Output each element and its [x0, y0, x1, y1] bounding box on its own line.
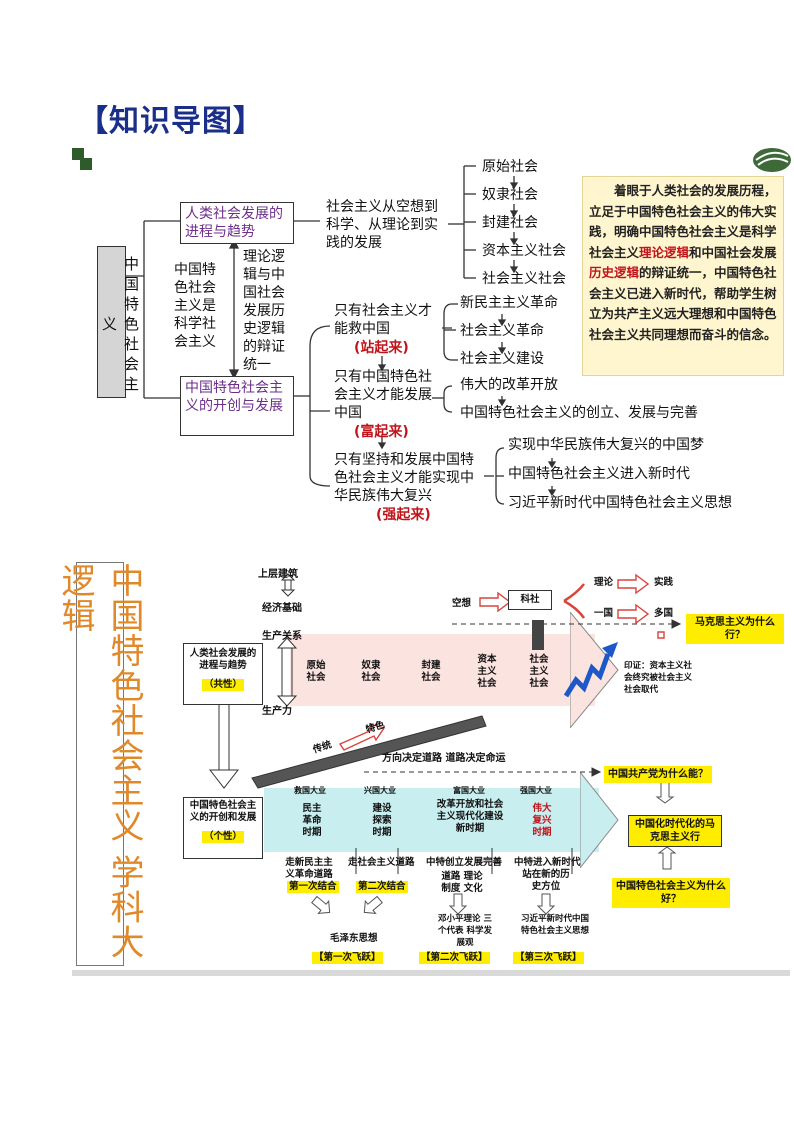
leap-tag: 【第一次飞跃】	[312, 952, 383, 964]
claim-2: 只有中国特色社会主义才能发展中国	[334, 369, 432, 421]
question-good: 中国特色社会主义为什么好？	[612, 878, 730, 908]
stage-item: 资本主义社会	[477, 654, 497, 689]
vertical-title-box: 中国特色社会主义 学科大逻辑	[55, 562, 144, 966]
path-item: 走社会主义道路	[348, 857, 415, 868]
branch-bottom-label: 中国特色社会主义的开创与发展	[185, 380, 283, 414]
mid-note: 理论逻辑与中国社会发展历史逻辑的辩证统一	[243, 249, 285, 373]
stage-item: 奴隶社会	[361, 660, 381, 683]
thought-3: 习近平新时代中国特色社会主义思想	[520, 914, 589, 936]
science-label: 科社	[520, 594, 540, 605]
superstructure: 上层建筑	[258, 569, 298, 580]
path-item: 中特创立发展完善	[426, 857, 503, 868]
map1-connectors	[126, 165, 557, 505]
utopia-label: 空想	[452, 598, 472, 609]
question-marxism: 马克思主义为什么行？	[686, 614, 784, 644]
stage-item: 封建社会	[421, 660, 441, 683]
production-relations: 生产关系	[262, 631, 302, 642]
era-body: 建设探索时期	[372, 803, 392, 838]
knowledge-map-1: 中国特色社会主义 人类社会发展的进程与趋势 中国特色社会主义的开创与发展 中国特…	[72, 146, 791, 542]
society-item: 资本主义社会	[482, 243, 566, 259]
question-party: 中国共产党为什么能？	[604, 766, 712, 783]
left-top-tag: （共性）	[202, 679, 245, 691]
claim-2-item: 中国特色社会主义的创立、发展与完善	[460, 405, 698, 421]
root-label: 中国特色社会主义	[100, 256, 140, 396]
stage-item: 社会主义社会	[529, 654, 549, 689]
left-bottom-box: 中国特色社会主义的开创和发展 （个性）	[183, 797, 263, 859]
eras-arrow-body	[264, 788, 599, 852]
logo-icon	[753, 148, 791, 172]
combo-tag: 第一次结合	[287, 881, 339, 893]
root-box: 中国特色社会主义	[97, 246, 140, 398]
vertical-title: 中国特色社会主义 学科大逻辑	[55, 563, 144, 960]
intro-note: 着眼于人类社会的发展历程，立足于中国特色社会主义的伟大实践，明确中国特色社会主义…	[582, 176, 784, 376]
era-top: 救国大业	[294, 785, 326, 795]
society-item: 封建社会	[482, 215, 538, 231]
one-country-label: 一国	[594, 608, 614, 619]
era-top: 强国大业	[520, 785, 552, 795]
stage-item: 原始社会	[306, 660, 326, 683]
era-top: 兴国大业	[364, 785, 396, 795]
note-highlight-1: 理论逻辑	[639, 244, 690, 260]
combo-tag: 第二次结合	[356, 881, 408, 893]
claim-2-item: 伟大的改革开放	[460, 377, 558, 393]
science-box: 科社	[508, 590, 552, 610]
map2-connectors	[208, 573, 682, 915]
branch-top-label: 人类社会发展的进程与趋势	[185, 206, 283, 240]
left-top-label: 人类社会发展的进程与趋势	[189, 648, 257, 671]
leap-tag: 【第二次飞跃】	[419, 952, 490, 964]
claim-3-item: 习近平新时代中国特色社会主义思想	[508, 495, 732, 511]
left-top-box: 人类社会发展的进程与趋势 （共性）	[183, 643, 263, 705]
society-item: 原始社会	[482, 159, 538, 175]
bottom-divider	[72, 970, 790, 976]
verify-note: 印证：资本主义社会终究被社会主义社会取代	[624, 661, 693, 695]
claim-1: 只有社会主义才能救中国	[334, 303, 432, 337]
note-text-3: 的辩证统一，中国特色社会主义已进入新时代，帮助学生树立为共产主义远大理想和中国特…	[589, 265, 777, 342]
note-text-1: 着眼于人类社会的发展历程，立足于中国特色社会主义的伟大实践，明确中国特色社会主义…	[589, 183, 777, 260]
era-top: 富国大业	[453, 785, 485, 795]
branch-bottom-box: 中国特色社会主义的开创与发展	[180, 376, 294, 436]
utopia-to-science: 社会主义从空想到科学、从理论到实践的发展	[326, 199, 438, 251]
path-item: 中特进入新时代	[514, 857, 581, 868]
stages-arrow-body	[290, 634, 595, 706]
claim-1-item: 社会主义建设	[460, 351, 544, 367]
productivity: 生产力	[262, 706, 292, 717]
corner-decoration-icon	[72, 148, 92, 170]
economic-base: 经济基础	[262, 603, 302, 614]
left-bottom-tag: （个性）	[202, 831, 245, 843]
note-text-2: 和中国社会发展	[689, 244, 777, 260]
claim-3-tag: (强起来)	[376, 507, 431, 523]
page-heading: 【知识导图】	[78, 104, 264, 139]
era-body: 改革开放和社会主义现代化建设新时期	[436, 799, 504, 834]
thought-1: 毛泽东思想	[330, 933, 378, 944]
claim-1-item: 社会主义革命	[460, 323, 544, 339]
branch-top-box: 人类社会发展的进程与趋势	[180, 202, 294, 244]
era-body: 民主革命时期	[302, 803, 322, 838]
left-note: 中国特色社会主义是科学社会主义	[174, 262, 216, 350]
leap-tag: 【第三次飞跃】	[513, 952, 584, 964]
sinicization-box: 中国化时代化的马克思主义行	[628, 815, 722, 847]
claim-3-item: 中国特色社会主义进入新时代	[508, 466, 690, 482]
left-bottom-label: 中国特色社会主义的开创和发展	[189, 800, 257, 823]
note-highlight-2: 历史逻辑	[589, 265, 640, 280]
thought-2: 邓小平理论 三个代表 科学发展观	[438, 914, 492, 948]
claim-3: 只有坚持和发展中国特色社会主义才能实现中华民族伟大复兴	[334, 452, 474, 504]
society-item: 社会主义社会	[482, 271, 566, 287]
claim-1-tag: (站起来)	[354, 340, 409, 356]
practice-label: 实践	[654, 577, 674, 588]
many-countries-label: 多国	[654, 608, 674, 619]
era-body: 伟大复兴时期	[532, 803, 552, 838]
path-item: 走新民主主义革命道路	[285, 857, 333, 880]
claim-3-item: 实现中华民族伟大复兴的中国梦	[508, 437, 704, 453]
eras-arrow-head	[580, 772, 619, 868]
claim-2-tag: (富起来)	[354, 424, 409, 440]
sub-note-b: 站在新的历史方位	[522, 869, 570, 892]
theory-label: 理论	[594, 577, 614, 588]
sub-note-a: 道路 理论 制度 文化	[441, 871, 483, 894]
direction-note: 方向决定道路 道路决定命运	[382, 753, 506, 764]
claim-1-item: 新民主主义革命	[460, 295, 558, 311]
society-item: 奴隶社会	[482, 187, 538, 203]
